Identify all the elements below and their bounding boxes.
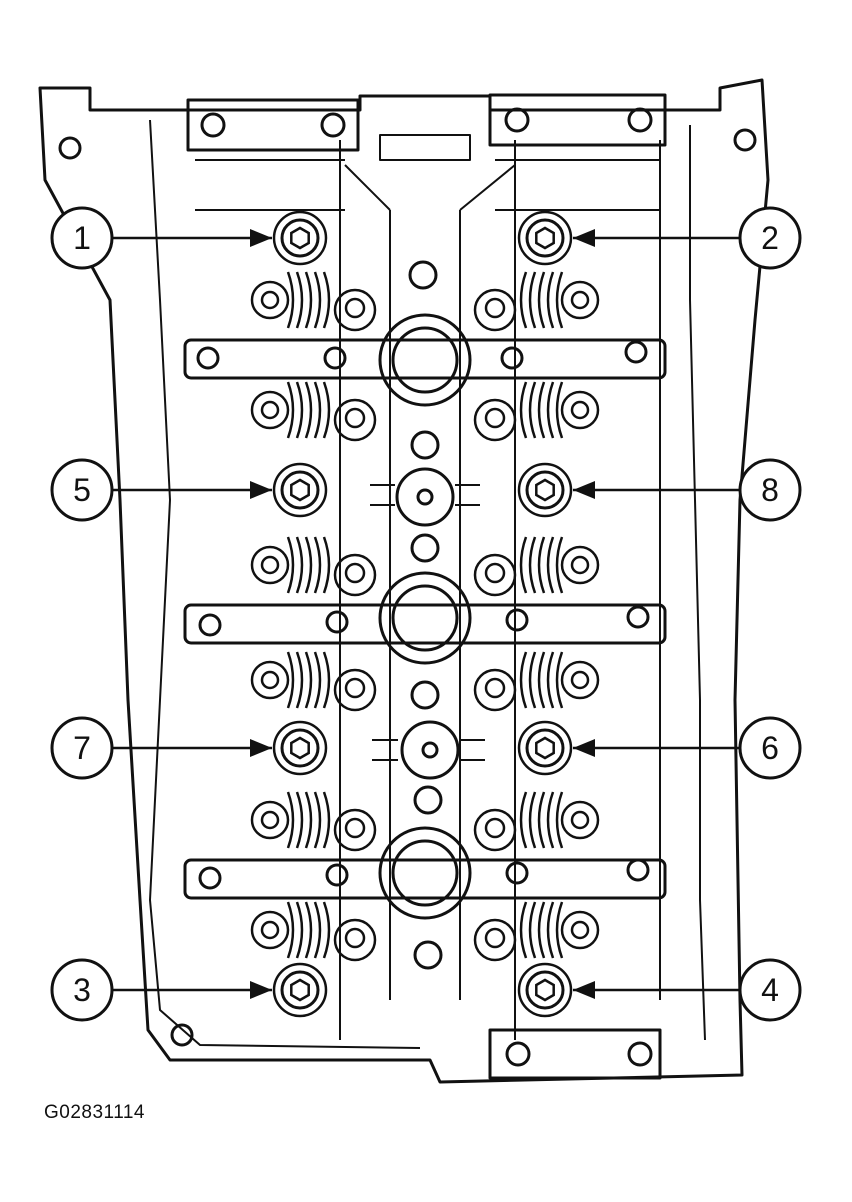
callout-1: 1 [50, 206, 272, 270]
arrowhead [573, 481, 595, 499]
callout-circle [738, 716, 802, 780]
valve-spring [473, 271, 600, 332]
arrowhead [573, 981, 595, 999]
callout-label: 5 [73, 472, 91, 508]
arrowhead [250, 739, 272, 757]
valve-spring [250, 536, 377, 597]
callout-circle [50, 958, 114, 1022]
head-bolts [272, 210, 573, 1018]
callout-label: 1 [73, 220, 91, 256]
callout-4: 4 [573, 958, 802, 1022]
valve-spring [250, 791, 377, 852]
callout-2: 2 [573, 206, 802, 270]
callout-label: 4 [761, 972, 779, 1008]
valve-spring [473, 651, 600, 712]
head-bolt [517, 462, 573, 518]
head-bolt [272, 720, 328, 776]
callout-label: 3 [73, 972, 91, 1008]
head-bolt [517, 720, 573, 776]
valve-springs [250, 271, 600, 962]
callout-label: 6 [761, 730, 779, 766]
callout-5: 5 [50, 458, 272, 522]
callout-circle [738, 958, 802, 1022]
head-bolt [272, 210, 328, 266]
arrowhead [250, 229, 272, 247]
callout-label: 2 [761, 220, 779, 256]
valve-spring [473, 901, 600, 962]
callout-6: 6 [573, 716, 802, 780]
valve-spring [250, 651, 377, 712]
callout-circle [738, 458, 802, 522]
callout-circle [738, 206, 802, 270]
head-bolt [517, 210, 573, 266]
head-bolt [272, 462, 328, 518]
callout-circle [50, 206, 114, 270]
valve-spring [473, 381, 600, 442]
arrowhead [250, 481, 272, 499]
callout-circle [50, 716, 114, 780]
valve-spring [250, 901, 377, 962]
valve-spring [473, 536, 600, 597]
valve-spring [250, 381, 377, 442]
callout-label: 7 [73, 730, 91, 766]
callouts: 1 2 5 8 7 6 3 4 [50, 206, 802, 1022]
figure-code: G02831114 [44, 1102, 145, 1123]
valve-spring [250, 271, 377, 332]
callout-7: 7 [50, 716, 272, 780]
arrowhead [573, 229, 595, 247]
callout-circle [50, 458, 114, 522]
cylinder-head-outline [38, 78, 770, 1084]
arrowhead [250, 981, 272, 999]
head-bolt [517, 962, 573, 1018]
callout-label: 8 [761, 472, 779, 508]
head-bolt [272, 962, 328, 1018]
callout-3: 3 [50, 958, 272, 1022]
valve-spring [473, 791, 600, 852]
arrowhead [573, 739, 595, 757]
callout-8: 8 [573, 458, 802, 522]
